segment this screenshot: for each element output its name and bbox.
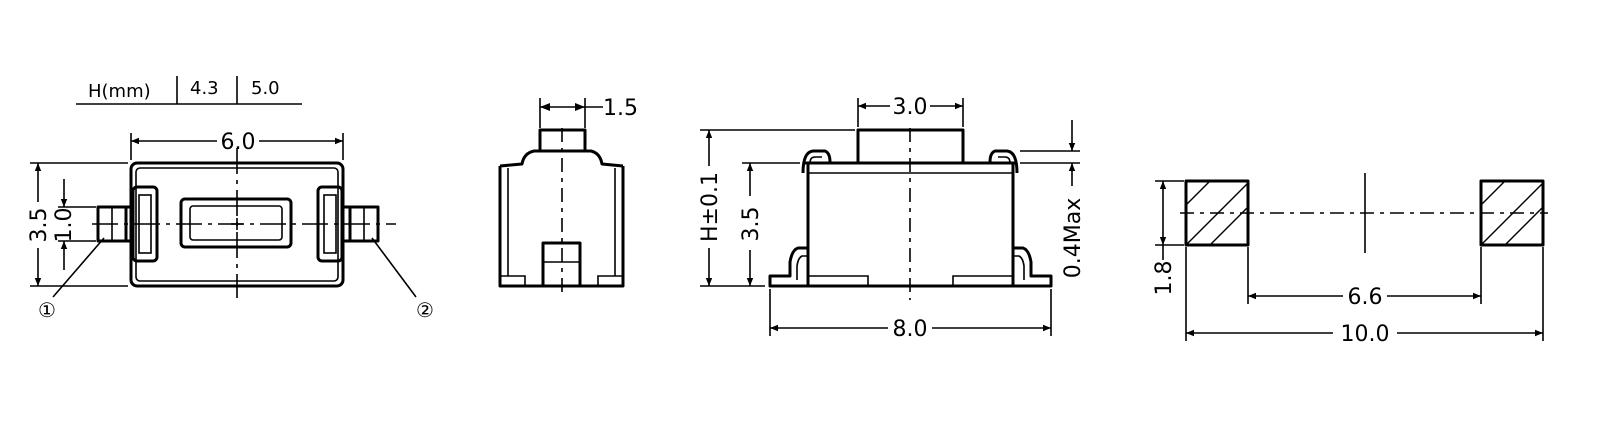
height-table-header: H(mm) <box>88 81 151 102</box>
height-table-value-1: 4.3 <box>190 78 219 99</box>
top-view-height-dim: 3.5 <box>27 208 52 243</box>
front-view-body-height-dim: 3.5 <box>739 207 764 242</box>
front-view-plunger-dim: 3.0 <box>893 95 928 120</box>
footprint-inner-dim: 6.6 <box>1348 285 1383 310</box>
footprint-view: 1.8 6.6 10.0 <box>1152 173 1548 347</box>
top-view: 6.0 3.5 1.0 ① ② <box>27 130 434 322</box>
footprint-pad-height-dim: 1.8 <box>1152 261 1177 296</box>
side-view: 1.5 <box>498 96 638 298</box>
height-table-value-2: 5.0 <box>251 78 280 99</box>
height-table: H(mm) 4.3 5.0 <box>76 76 302 105</box>
top-view-pin-dim: 1.0 <box>52 208 77 243</box>
pin1-label: ① <box>38 298 56 322</box>
front-view-overall-dim: 8.0 <box>893 317 928 342</box>
footprint-outer-dim: 10.0 <box>1341 322 1390 347</box>
front-view-height-dim: H±0.1 <box>698 172 723 242</box>
top-view-width-dim: 6.0 <box>221 130 256 155</box>
pin2-label: ② <box>416 298 434 322</box>
front-view: 3.0 H±0.1 3.5 0.4Max 8.0 <box>698 95 1086 342</box>
front-view-lead-dim: 0.4Max <box>1061 198 1086 278</box>
side-view-plunger-dim: 1.5 <box>603 96 638 121</box>
